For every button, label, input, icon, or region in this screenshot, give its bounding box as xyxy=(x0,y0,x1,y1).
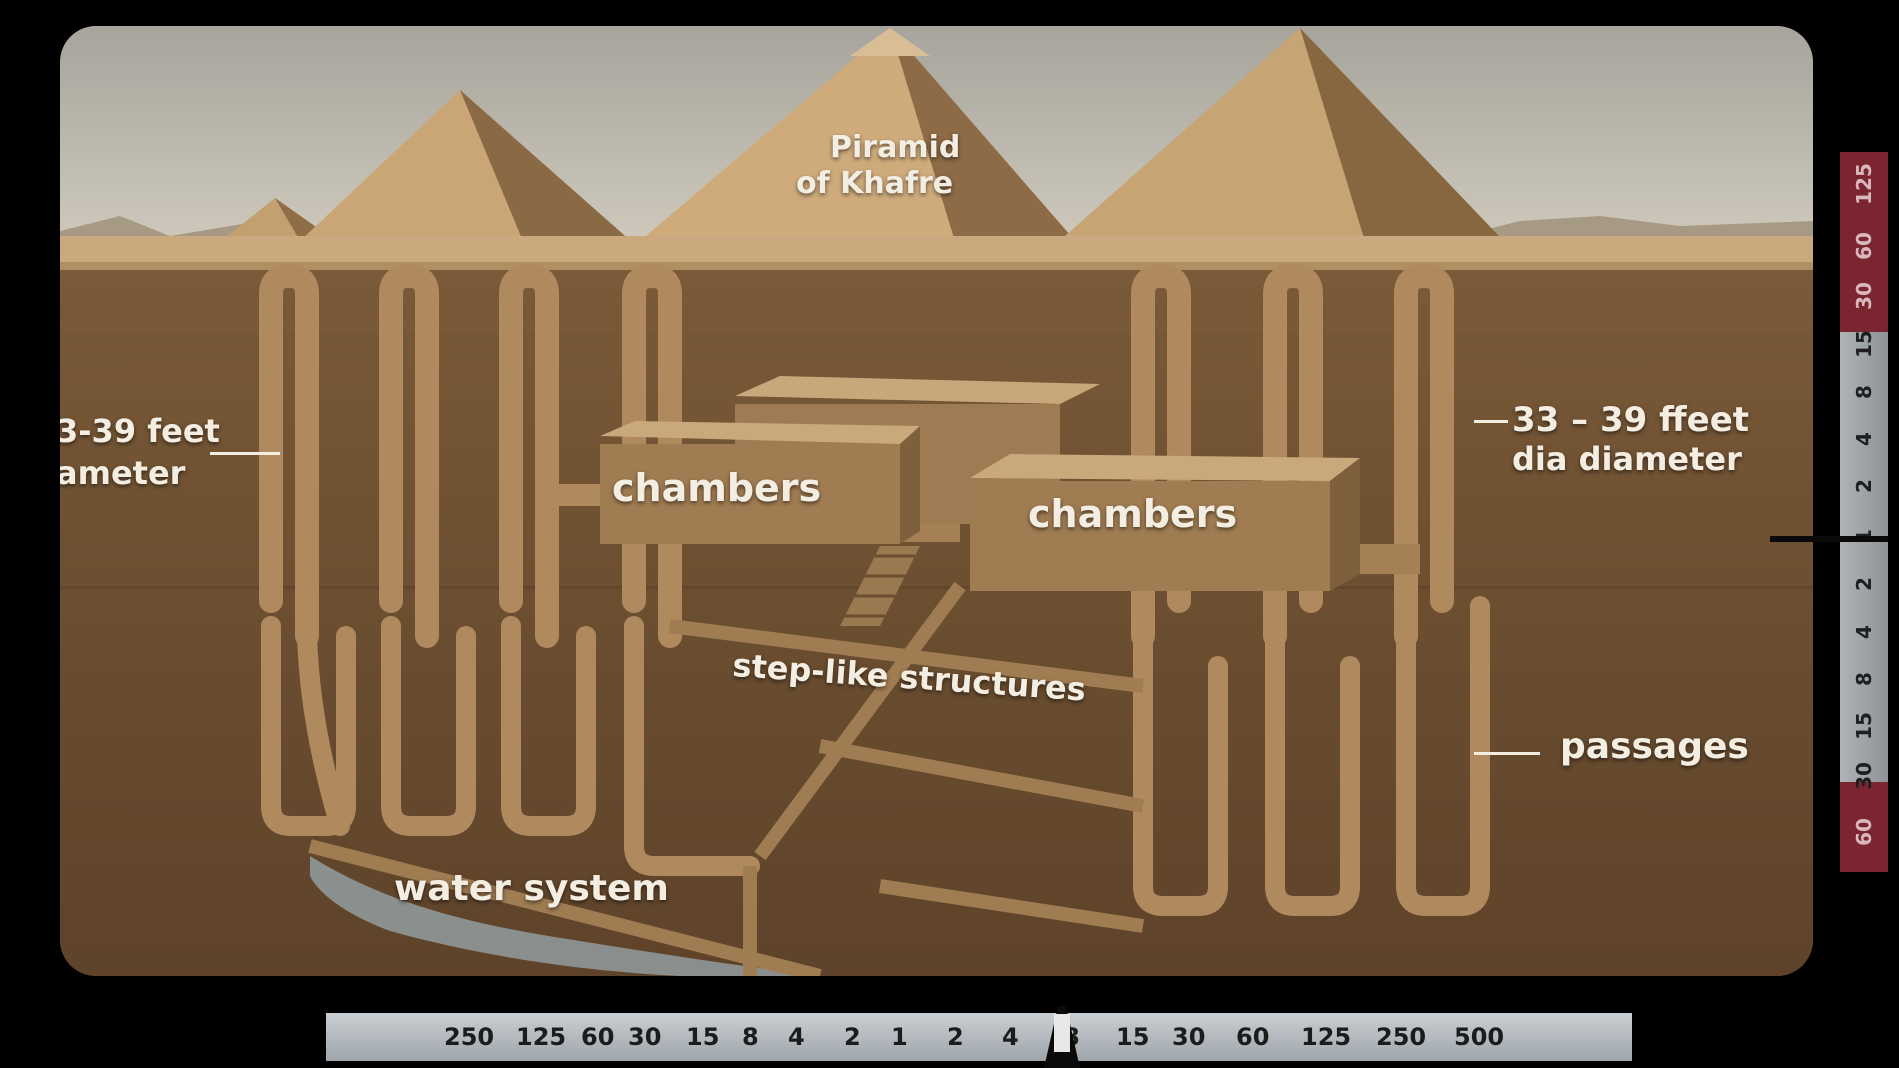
water-channel xyxy=(310,856,820,976)
exposure-scale-red-top xyxy=(1840,152,1888,332)
shutter-scale-tick: 60 xyxy=(1236,1023,1270,1051)
shutter-scale-tick: 500 xyxy=(1454,1023,1505,1051)
u-bend-passages xyxy=(261,596,1490,916)
bridge-left xyxy=(547,484,607,506)
shutter-scale-tick: 15 xyxy=(686,1023,720,1051)
connecting-passages xyxy=(308,581,1145,976)
right-diameter-line2: dia diameter xyxy=(1512,440,1742,478)
shutter-scale-tick: 4 xyxy=(1002,1023,1019,1051)
exposure-scale-tick: 125 xyxy=(1852,163,1876,205)
large-pyramid-right xyxy=(1040,28,1520,258)
shutter-scale-tick: 30 xyxy=(628,1023,662,1051)
exposure-scale-tick: 15 xyxy=(1852,712,1876,740)
exposure-scale-tick: 2 xyxy=(1852,479,1876,493)
exposure-scale-tick: 60 xyxy=(1852,232,1876,260)
step-structure xyxy=(840,546,920,626)
chambers-label-left: chambers xyxy=(612,466,822,510)
passages-label: passages xyxy=(1560,726,1749,767)
exposure-scale-red-bottom xyxy=(1840,782,1888,872)
pyramid-of-khafre xyxy=(620,28,1090,258)
pyramid-title-line2: of Khafre xyxy=(796,166,954,201)
middle-pyramid xyxy=(282,90,650,258)
shutter-speed-scale: 2501256030158421248153060125250500 xyxy=(326,1013,1632,1061)
exposure-scale-tick: 4 xyxy=(1852,625,1876,639)
diagram-frame: Piramid of Khafre 3-39 feet ameter chamb… xyxy=(60,26,1813,976)
exposure-index-marker xyxy=(1770,536,1888,542)
right-diameter-line1: 33 – 39 ffeet xyxy=(1512,400,1750,440)
shutter-scale-tick: 15 xyxy=(1116,1023,1150,1051)
exposure-scale-tick: 4 xyxy=(1852,432,1876,446)
passages-leader xyxy=(1474,752,1540,755)
shutter-scale-tick: 60 xyxy=(581,1023,615,1051)
shutter-scale-tick: 125 xyxy=(516,1023,567,1051)
chamber-left xyxy=(600,421,920,544)
left-diameter-line1: 3-39 feet xyxy=(60,412,220,450)
exposure-scale-tick: 30 xyxy=(1852,282,1876,310)
left-diameter-leader xyxy=(210,452,280,455)
vertical-shafts xyxy=(259,263,1454,648)
cross-section-illustration xyxy=(60,26,1813,976)
left-diameter-line2: ameter xyxy=(60,454,186,492)
shutter-scale-tick: 250 xyxy=(1376,1023,1427,1051)
exposure-scale-tick: 8 xyxy=(1852,385,1876,399)
exposure-scale: 1256030158421248153060 xyxy=(1840,152,1888,872)
exposure-scale-tick: 30 xyxy=(1852,762,1876,790)
water-system-label: water system xyxy=(394,868,669,909)
shutter-scale-tick: 125 xyxy=(1301,1023,1352,1051)
shutter-scale-tick: 250 xyxy=(444,1023,495,1051)
exposure-scale-tick: 8 xyxy=(1852,672,1876,686)
pyramid-title-line1: Piramid xyxy=(830,130,961,165)
shutter-scale-tick: 1 xyxy=(891,1023,908,1051)
shutter-scale-tick: 8 xyxy=(742,1023,759,1051)
chambers-label-right: chambers xyxy=(1028,492,1238,536)
exposure-scale-tick: 15 xyxy=(1852,330,1876,358)
chamber-right xyxy=(970,454,1360,591)
exposure-scale-tick: 2 xyxy=(1852,577,1876,591)
exposure-scale-tick: 60 xyxy=(1852,818,1876,846)
shutter-scale-tick: 2 xyxy=(844,1023,861,1051)
right-diameter-leader xyxy=(1474,420,1508,423)
scale-index-marker xyxy=(1044,1006,1080,1068)
shutter-scale-tick: 30 xyxy=(1172,1023,1206,1051)
shutter-scale-tick: 2 xyxy=(947,1023,964,1051)
shutter-scale-tick: 4 xyxy=(788,1023,805,1051)
